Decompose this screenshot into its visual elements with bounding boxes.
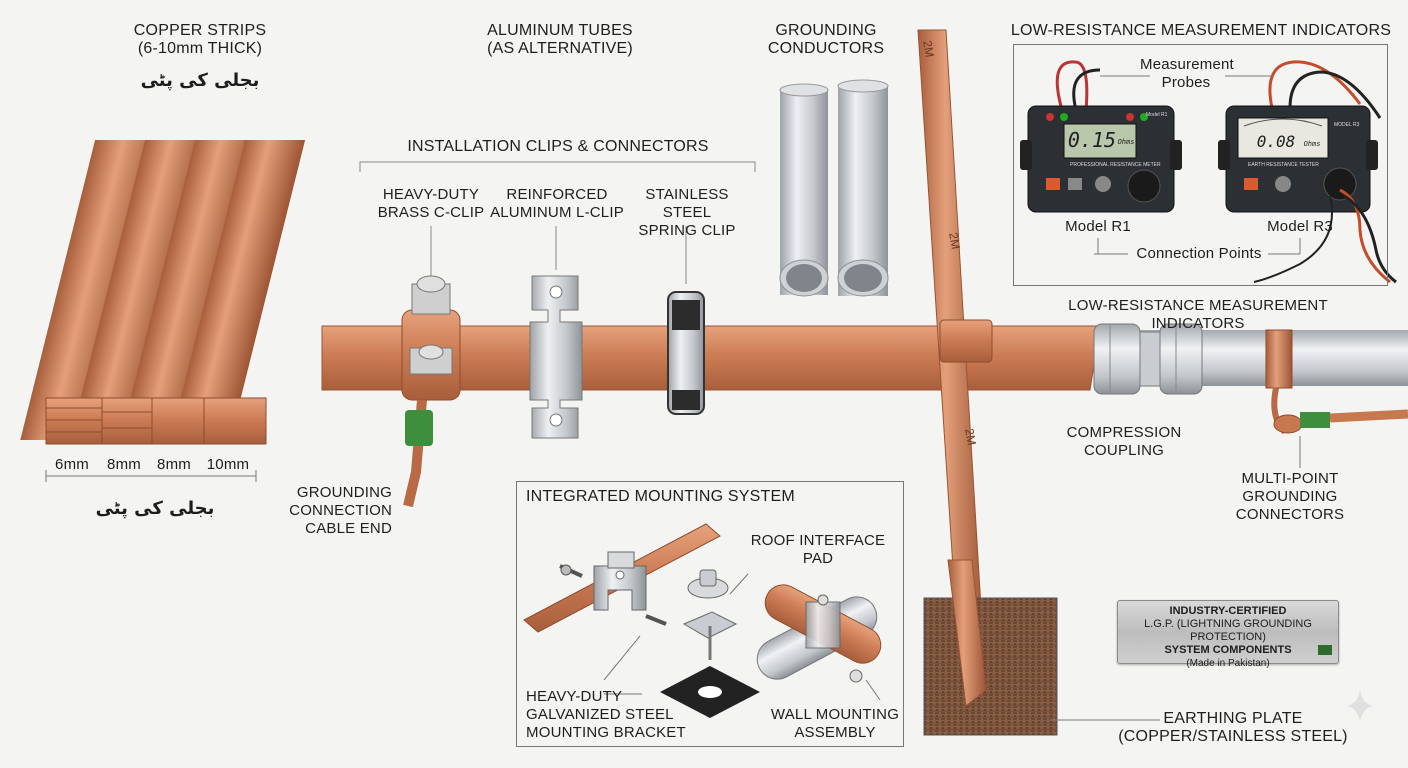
side-leaders [1050,436,1301,721]
mounting-title: INTEGRATED MOUNTING SYSTEM [526,488,795,505]
aluminum-tubes-label: ALUMINUM TUBES (AS ALTERNATIVE) [487,22,633,57]
plate-line-4: (Made in Pakistan) [1186,658,1270,669]
brass-c-clip-illustration [401,226,461,508]
rod-mark-middle: 2M [946,231,963,251]
meter-r3-reading: 0.08 [1256,132,1296,151]
mounting-frame [516,481,904,747]
urdu-label-top: بجلی کی پٹی [140,70,260,91]
wall-mount-label: WALL MOUNTING ASSEMBLY [770,706,900,741]
compression-coupling [1093,323,1203,395]
earthing-plate-label: EARTHING PLATE (COPPER/STAINLESS STEEL) [1118,710,1348,745]
measurement-frame [1013,44,1388,286]
cable-end-label: GROUNDING CONNECTION CABLE END [289,484,392,537]
rod-mark-lower: 2M [962,427,979,447]
alu-clip-label: REINFORCED ALUMINUM L-CLIP [490,186,624,221]
spring-clip-illustration [667,226,705,415]
flag-icon [1318,645,1332,655]
meter-r1-tag: Model R1 [1146,112,1168,118]
soil-pit [923,559,1058,736]
measurement-title: LOW-RESISTANCE MEASUREMENT INDICATORS [1010,22,1392,39]
aluminum-tubes [779,79,889,297]
multipoint-connector [1265,329,1408,435]
sparkle-icon [1346,690,1374,722]
grounding-conductors-label: GROUNDING CONDUCTORS [767,22,885,57]
clips-bracket [359,161,756,172]
meter-r1 [1020,60,1182,213]
plate-line-1: INDUSTRY-CERTIFIED [1169,605,1287,617]
certification-plate: INDUSTRY-CERTIFIED L.G.P. (LIGHTNING GRO… [1117,600,1339,669]
copper-strips-stack [20,140,306,482]
meter-r1-unit: Ohms [1117,138,1135,146]
spring-clip-label: STAINLESS STEEL SPRING CLIP [638,186,736,239]
plate-line-2: L.G.P. (LIGHTNING GROUNDING PROTECTION) [1144,618,1312,643]
mounting-system-parts [523,523,882,718]
meter-r1-reading: 0.15 [1067,128,1117,152]
rod-mark-top: 2M [920,39,937,59]
multipoint-label: MULTI-POINT GROUNDING CONNECTORS [1235,470,1345,523]
meter-r3 [1218,60,1397,284]
connection-points-label: Connection Points [1136,245,1262,262]
aluminum-l-clip-illustration [529,226,583,439]
plate-line-3: SYSTEM COMPONENTS [1164,644,1292,656]
strip-size-8mm-b: 8mm [157,456,191,473]
strip-size-8mm-a: 8mm [107,456,141,473]
strip-size-6mm: 6mm [55,456,89,473]
meter-r3-unit: Ohms [1303,140,1321,148]
brass-clip-label: HEAVY-DUTY BRASS C-CLIP [377,186,485,221]
meter-leaders [1094,75,1301,255]
meter-r1-caption: PROFESSIONAL RESISTANCE METER [1070,162,1161,168]
meter-r3-tag: MODEL R3 [1334,122,1360,128]
grounding-rod [917,29,993,707]
clips-title: INSTALLATION CLIPS & CONNECTORS [407,138,709,155]
strip-size-10mm: 10mm [206,456,250,473]
bracket-label: HEAVY-DUTY GALVANIZED STEEL MOUNTING BRA… [526,688,686,741]
urdu-label-bottom: بجلی کی پٹی [95,498,215,519]
measurement-title-secondary: LOW-RESISTANCE MEASUREMENT INDICATORS [1068,297,1328,332]
meter-r3-caption: EARTH RESISTANCE TESTER [1248,162,1319,168]
roof-pad-label: ROOF INTERFACE PAD [750,532,886,567]
compression-coupling-label: COMPRESSION COUPLING [1066,424,1182,459]
copper-strips-label: COPPER STRIPS (6-10mm THICK) [133,22,267,57]
main-copper-busbar [321,325,1101,391]
model-r1-label: Model R1 [1065,218,1131,235]
probes-label: Measurement Probes [1140,56,1234,91]
model-r3-label: Model R3 [1267,218,1333,235]
